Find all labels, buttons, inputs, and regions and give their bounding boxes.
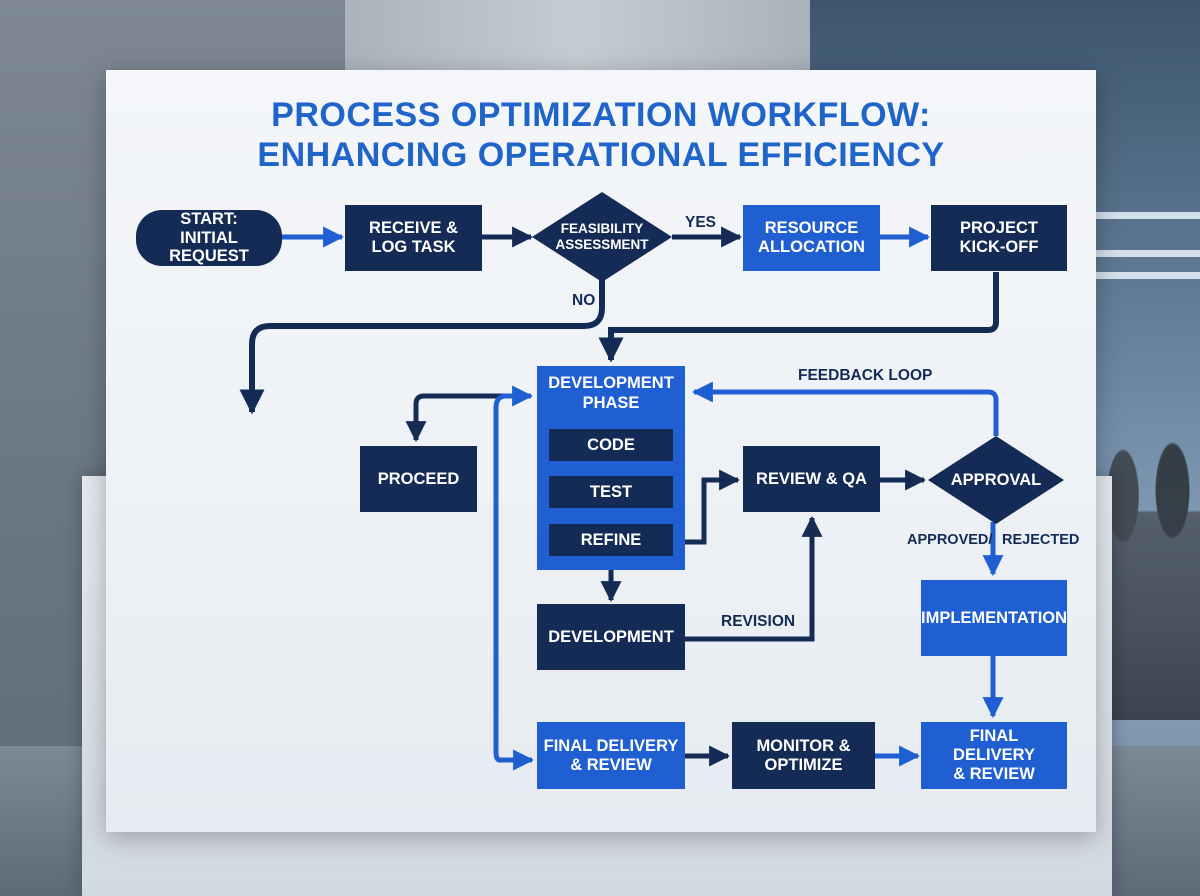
ceiling-light [1095, 250, 1200, 257]
development-phase-group: DEVELOPMENT PHASE CODE TEST REFINE [537, 366, 685, 570]
test-step: TEST [549, 476, 673, 508]
arrow-kickoff-to-dev [598, 272, 999, 363]
diagram-title-line1: PROCESS OPTIMIZATION WORKFLOW: [271, 96, 931, 134]
review-qa-node: REVIEW & QA [743, 446, 880, 512]
monitor-optimize-node: MONITOR & OPTIMIZE [732, 722, 875, 789]
rejected-label: REJECTED [1002, 532, 1080, 548]
final-delivery-left-node: FINAL DELIVERY & REVIEW [537, 722, 685, 789]
no-label: NO [572, 292, 596, 309]
approval-label: APPROVAL [950, 470, 1042, 489]
whiteboard: PROCESS OPTIMIZATION WORKFLOW: ENHANCING… [106, 70, 1096, 832]
diagram-title-line2: ENHANCING OPERATIONAL EFFICIENCY [257, 136, 945, 174]
development-phase-title: DEVELOPMENT PHASE [548, 374, 674, 412]
feasibility-diamond [532, 192, 672, 282]
start-node: START: INITIAL REQUEST [136, 210, 282, 266]
arrow-feedback-loop [691, 381, 999, 436]
approval-diamond [928, 436, 1064, 524]
ceiling-light [1095, 272, 1200, 279]
arrow-rail-to-final-delivery [493, 393, 510, 763]
feedback-loop-label: FEEDBACK LOOP [798, 367, 933, 384]
refine-step: REFINE [549, 524, 673, 556]
resource-allocation-node: RESOURCE ALLOCATION [743, 205, 880, 271]
final-delivery-right-node: FINAL DELIVERY & REVIEW [921, 722, 1067, 789]
yes-label: YES [685, 214, 717, 231]
development-node: DEVELOPMENT [537, 604, 685, 670]
arrow-no-branch [239, 278, 605, 415]
arrow-to-proceed [405, 393, 531, 443]
code-step: CODE [549, 429, 673, 461]
approved-label: APPROVED/ [907, 532, 993, 548]
revision-label: REVISION [721, 613, 796, 630]
connector-lines [239, 192, 1064, 771]
arrow-revision [685, 515, 823, 642]
receive-log-task-node: RECEIVE & LOG TASK [345, 205, 482, 271]
implementation-node: IMPLEMENTATION [921, 580, 1067, 656]
proceed-node: PROCEED [360, 446, 477, 512]
arrow-refine-to-review [685, 469, 741, 545]
project-kickoff-node: PROJECT KICK-OFF [931, 205, 1067, 271]
feasibility-assessment-label: FEASIBILITY ASSESSMENT [555, 221, 649, 252]
ceiling-light [1095, 212, 1200, 219]
